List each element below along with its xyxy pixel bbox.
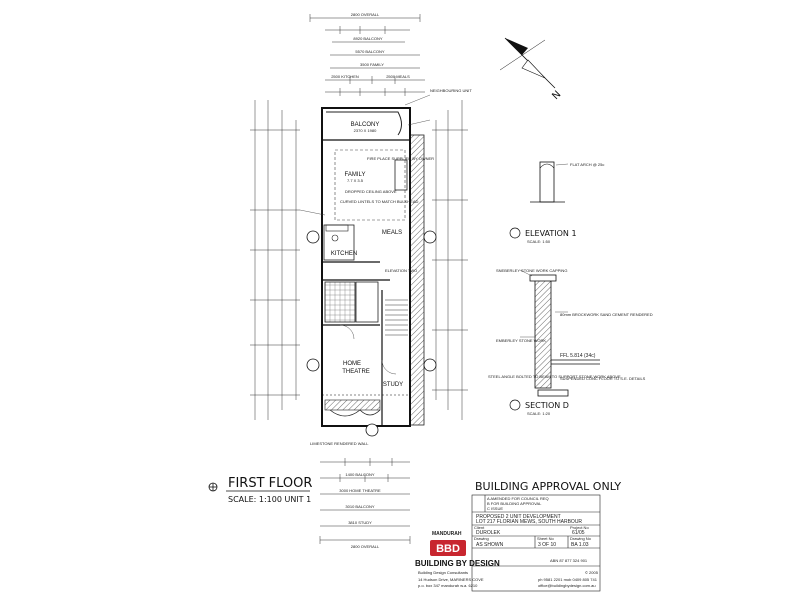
room-meals-label: MEALS bbox=[382, 230, 402, 236]
company-logo: MANDURAH BBD BUILDING BY DESIGN bbox=[415, 531, 500, 568]
client-label: Client bbox=[474, 525, 485, 530]
dim-meals: 2500 MEALS bbox=[386, 74, 410, 79]
note-curved-lintels: CURVED LINTELS TO MATCH BULKHEAD bbox=[340, 199, 419, 204]
note-neighbouring-unit: NEIGHBOURING UNIT bbox=[430, 88, 472, 93]
company-email: office@buildingbydesign.com.au bbox=[538, 583, 596, 588]
elevation-note: FLAT ARCH @ 25c bbox=[570, 162, 604, 167]
company-address: 14 Hudson Drive, MARINERS COVE bbox=[418, 577, 484, 582]
floor-title: FIRST FLOOR bbox=[228, 476, 312, 491]
sheet-label: Sheet No bbox=[537, 536, 554, 541]
dim-bottom-study: 3810 STUDY bbox=[348, 520, 372, 525]
rev-a: A AMENDED FOR COUNCIL REQ bbox=[487, 496, 549, 501]
drawing-no: BA 1.03 bbox=[571, 542, 589, 548]
scale-value: AS SHOWN bbox=[476, 542, 504, 548]
section-d: SNEBERLEY STONE WORK CAPPING 80mm BROCKW… bbox=[488, 268, 653, 416]
side-dimensions bbox=[250, 100, 468, 420]
drawing-no-label: Drawing No bbox=[570, 536, 592, 541]
note-elevation: ELEVATION TWO bbox=[385, 268, 417, 273]
dim-bottom-theatre: 3000 HOME THEATRE bbox=[339, 488, 381, 493]
note-fireplace: FIRE PLACE SUPPLIED BY OWNER bbox=[367, 156, 434, 161]
company-postal: p.o. box 347 mandurah w.a. 6210 bbox=[418, 583, 478, 588]
dim-bottom-balcony-2: 3010 BALCONY bbox=[345, 504, 374, 509]
section-note-stonework: EMBERLEY STONE WORK bbox=[496, 338, 546, 343]
project-no: 61/05 bbox=[572, 530, 585, 536]
first-floor-label: FIRST FLOOR SCALE: 1:100 UNIT 1 bbox=[208, 476, 312, 504]
project-lot: LOT 217 FLORIAN MEWS, SOUTH HARBOUR bbox=[476, 519, 582, 525]
room-home-theatre-label: HOME bbox=[343, 361, 361, 367]
top-dimensions bbox=[309, 14, 425, 96]
note-dropped-ceiling: DROPPED CEILING ABOVE bbox=[345, 189, 397, 194]
dim-overall-top: 2800 OVERALL bbox=[351, 12, 380, 17]
company-region: MANDURAH bbox=[432, 531, 462, 537]
floor-plan: BALCONY 2370 X 1980 FAMILY 7.7 X 3.5 MEA… bbox=[306, 88, 472, 446]
room-balcony-dims: 2370 X 1980 bbox=[354, 128, 377, 133]
company-abn: ABN 87 877 324 901 bbox=[550, 558, 588, 563]
rev-c: C ISSUE bbox=[487, 506, 503, 511]
dim-family: 3500 FAMILY bbox=[360, 62, 384, 67]
client-name: DUROLEK bbox=[476, 530, 501, 536]
company-phone: ph 9581 2201 mob 0409 805 741 bbox=[538, 577, 598, 582]
elevation-title: ELEVATION 1 bbox=[525, 229, 577, 238]
dim-bottom-overall: 2800 OVERALL bbox=[351, 544, 380, 549]
elevation-scale: SCALE: 1:50 bbox=[527, 239, 551, 244]
room-family-label: FAMILY bbox=[345, 172, 366, 178]
logo-text: BBD bbox=[436, 543, 460, 555]
north-arrow: N bbox=[499, 37, 563, 102]
project-no-label: Project No bbox=[570, 525, 589, 530]
room-study-label: STUDY bbox=[383, 382, 403, 388]
dim-balcony-top: 8920 BALCONY bbox=[353, 36, 382, 41]
section-note-steel: STEEL ANGLE BOLTED TO BEAM TO SUPPORT ST… bbox=[488, 374, 621, 379]
title-block bbox=[471, 494, 601, 592]
company-copyright: © 2005 bbox=[585, 570, 599, 575]
room-family-dims: 7.7 X 3.5 bbox=[347, 178, 364, 183]
section-note-brickwork: 80mm BROCKWORK SAND CEMENT RENDERED bbox=[560, 312, 653, 317]
approval-banner: BUILDING APPROVAL ONLY bbox=[475, 480, 621, 493]
section-scale: SCALE: 1:20 bbox=[527, 411, 551, 416]
company-tagline: Building Design Consultants bbox=[418, 570, 468, 575]
drawing-label: Drawing bbox=[474, 536, 489, 541]
section-note-capping: SNEBERLEY STONE WORK CAPPING bbox=[496, 268, 567, 273]
sheet-value: 3 OF 10 bbox=[538, 542, 556, 548]
elevation-1: FLAT ARCH @ 25c ELEVATION 1 SCALE: 1:50 bbox=[509, 161, 604, 244]
floor-scale: SCALE: 1:100 UNIT 1 bbox=[228, 495, 311, 504]
company-name: BUILDING BY DESIGN bbox=[415, 559, 500, 568]
project-title: PROPOSED 2 UNIT DEVELOPMENT bbox=[476, 514, 561, 520]
section-ffl: FFL 5.814 (34c) bbox=[560, 353, 596, 359]
dim-balcony-2: 5570 BALCONY bbox=[355, 49, 384, 54]
bottom-dimensions bbox=[319, 458, 411, 544]
room-kitchen-label: KITCHEN bbox=[331, 251, 357, 257]
room-balcony-label: BALCONY bbox=[351, 122, 380, 128]
note-limestone-wall: LIMESTONE RENDERED WALL bbox=[310, 441, 369, 446]
dim-kitchen: 2500 KITCHEN bbox=[331, 74, 359, 79]
dim-bottom-balcony: 1400 BALCONY bbox=[345, 472, 374, 477]
leader-lines bbox=[299, 94, 431, 216]
rev-b: B FOR BUILDING APPROVAL bbox=[487, 501, 542, 506]
section-note-floor: SUSPENDED CONC FLOOR TO S.E. DETAILS bbox=[560, 376, 646, 381]
room-home-theatre-sub: THEATRE bbox=[342, 369, 370, 375]
section-title: SECTION D bbox=[525, 401, 569, 410]
